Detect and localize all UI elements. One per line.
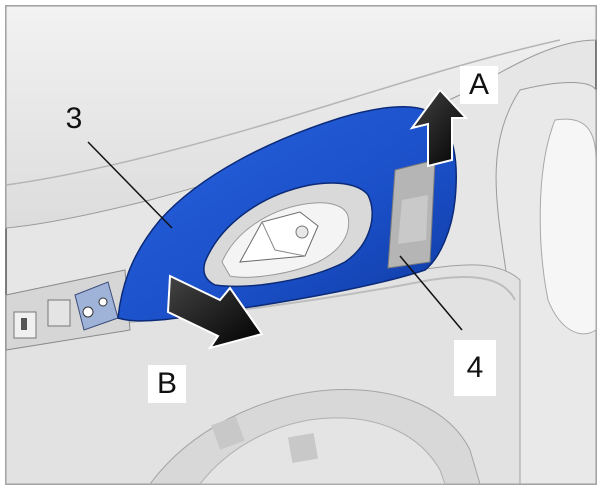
- door-side-trim-inner: [539, 118, 597, 335]
- callout-label-B: B: [148, 365, 186, 403]
- door-release-lever: [239, 211, 319, 263]
- callout-label-3: 3: [65, 102, 83, 135]
- connector-bracket: [74, 281, 119, 331]
- arrow-A-icon: [409, 88, 469, 168]
- leader-line-4: [399, 255, 463, 331]
- callout-label-A: A: [460, 66, 498, 104]
- door-upper-trim-lower-edge: [5, 39, 561, 186]
- grille-texture-right: [287, 432, 319, 464]
- callout-label-4: 4: [454, 340, 496, 396]
- switch-clip-left-slot: [21, 318, 27, 330]
- trim-strip-part-4-highlight: [398, 195, 428, 244]
- grille-texture-left: [211, 416, 245, 450]
- leader-line-3: [87, 141, 173, 229]
- speaker-grille-panel-inner: [198, 417, 446, 485]
- switch-clip-mid: [47, 299, 71, 327]
- arrow-B-icon: [166, 274, 264, 350]
